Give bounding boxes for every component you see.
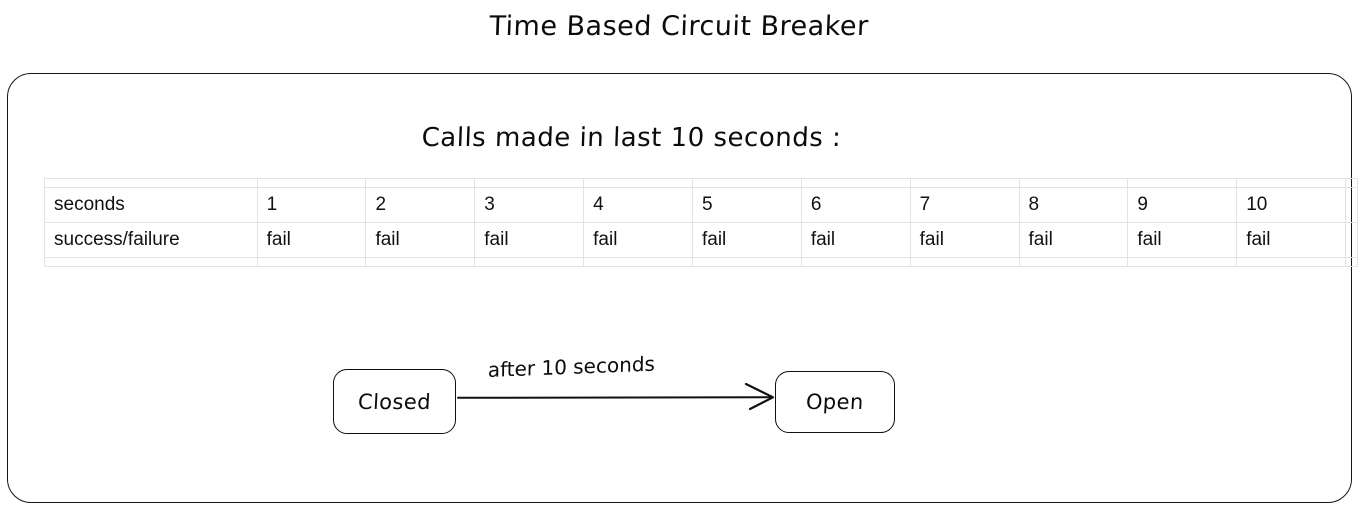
spacer-cell bbox=[365, 257, 476, 267]
calls-table: seconds 1 2 3 4 5 6 7 8 9 10 success/fai… bbox=[44, 178, 1358, 267]
spacer-cell bbox=[44, 178, 258, 188]
cell-result-3: fail bbox=[474, 222, 585, 258]
spacer-cell bbox=[1345, 257, 1358, 267]
spacer-cell bbox=[1127, 178, 1238, 188]
table-spacer-row-top bbox=[44, 178, 1358, 188]
row-label-seconds: seconds bbox=[44, 187, 258, 223]
spacer-cell bbox=[256, 257, 367, 267]
spacer-cell bbox=[256, 178, 367, 188]
spacer-cell bbox=[909, 178, 1020, 188]
spacer-cell bbox=[800, 178, 911, 188]
spacer-cell bbox=[1236, 178, 1347, 188]
cell-seconds-4: 4 bbox=[583, 187, 693, 223]
spacer-cell bbox=[44, 257, 258, 267]
cell-result-8: fail bbox=[1018, 222, 1129, 258]
cell-result-10: fail bbox=[1236, 222, 1347, 258]
spacer-cell bbox=[691, 257, 802, 267]
cell-result-2: fail bbox=[365, 222, 476, 258]
cell-seconds-1: 1 bbox=[256, 187, 367, 223]
row-label-success-failure: success/failure bbox=[44, 222, 258, 258]
cell-seconds-2: 2 bbox=[365, 187, 476, 223]
spacer-cell bbox=[1018, 257, 1129, 267]
cell-seconds-9: 9 bbox=[1127, 187, 1238, 223]
spacer-cell bbox=[909, 257, 1020, 267]
cell-seconds-7: 7 bbox=[909, 187, 1020, 223]
spacer-cell bbox=[1018, 178, 1129, 188]
table-row-success-failure: success/failure fail fail fail fail fail… bbox=[44, 222, 1358, 258]
cell-result-6: fail bbox=[800, 222, 911, 258]
spacer-cell bbox=[800, 257, 911, 267]
spacer-cell bbox=[1127, 257, 1238, 267]
diagram-panel bbox=[7, 73, 1352, 503]
table-caption: Calls made in last 10 seconds : bbox=[421, 123, 842, 153]
cell-result-1: fail bbox=[256, 222, 367, 258]
spacer-cell bbox=[1236, 257, 1347, 267]
cell-seconds-6: 6 bbox=[800, 187, 911, 223]
spacer-cell bbox=[365, 178, 476, 188]
spacer-cell bbox=[1345, 178, 1358, 188]
spacer-cell bbox=[583, 178, 693, 188]
cell-result-tail bbox=[1345, 222, 1358, 258]
spacer-cell bbox=[474, 257, 585, 267]
cell-result-7: fail bbox=[909, 222, 1020, 258]
cell-seconds-tail bbox=[1345, 187, 1358, 223]
cell-seconds-5: 5 bbox=[691, 187, 802, 223]
cell-seconds-8: 8 bbox=[1018, 187, 1129, 223]
spacer-cell bbox=[583, 257, 693, 267]
cell-result-9: fail bbox=[1127, 222, 1238, 258]
spacer-cell bbox=[691, 178, 802, 188]
table-row-seconds: seconds 1 2 3 4 5 6 7 8 9 10 bbox=[44, 187, 1358, 223]
cell-seconds-10: 10 bbox=[1236, 187, 1347, 223]
table-spacer-row-bottom bbox=[44, 257, 1358, 267]
page-title: Time Based Circuit Breaker bbox=[488, 11, 870, 42]
cell-result-5: fail bbox=[691, 222, 802, 258]
spacer-cell bbox=[474, 178, 585, 188]
cell-result-4: fail bbox=[583, 222, 693, 258]
cell-seconds-3: 3 bbox=[474, 187, 585, 223]
